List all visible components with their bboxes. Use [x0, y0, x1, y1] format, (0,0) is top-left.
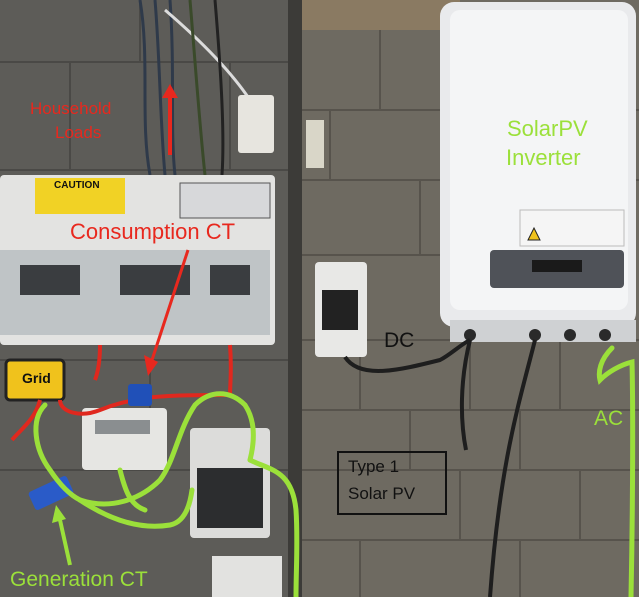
consumption-ct-arrow-icon	[144, 249, 190, 376]
dc-label: DC	[384, 329, 415, 352]
important-label	[179, 182, 271, 219]
type1-label-1: Type 1	[348, 457, 400, 476]
generation-meter	[212, 556, 282, 597]
generation-ct-label: Generation CT	[10, 568, 148, 591]
inverter-screen	[532, 260, 582, 272]
dc-isolator-knob	[322, 290, 358, 330]
inverter-connectors	[464, 329, 611, 341]
inverter-cables	[343, 338, 537, 597]
warning-triangle-icon	[527, 226, 541, 241]
household-loads-arrow-icon	[162, 84, 178, 155]
grid-label: Grid	[22, 370, 51, 386]
junction-box	[238, 95, 274, 153]
inverter-connector-bay	[450, 320, 636, 342]
consumption-ct-label: Consumption CT	[70, 219, 236, 244]
caution-label	[35, 178, 125, 214]
solar-pv-inverter-label-2: Inverter	[506, 145, 581, 170]
breakers	[20, 265, 250, 295]
dc-cable-gland	[306, 120, 324, 168]
household-loads-label-2: Loads	[55, 123, 102, 142]
ac-label: AC	[594, 407, 624, 430]
type1-label-2: Solar PV	[348, 484, 416, 503]
kwh-meter	[82, 408, 167, 470]
ac-isolator-breakers	[197, 468, 263, 528]
household-loads-label-1: Household	[30, 99, 112, 118]
consumption-ct-clamp	[128, 384, 152, 406]
generation-ct-arrow-icon	[52, 505, 72, 566]
meter-display	[95, 420, 150, 434]
type1-box	[337, 451, 447, 515]
grid-box	[4, 358, 66, 402]
wall-divider	[288, 0, 302, 597]
green-wiring	[33, 345, 636, 597]
caution-text: CAUTION	[54, 180, 100, 191]
inverter-warning-label	[519, 209, 625, 247]
solar-pv-inverter-label-1: SolarPV	[507, 116, 588, 141]
timber-beam	[300, 0, 460, 30]
